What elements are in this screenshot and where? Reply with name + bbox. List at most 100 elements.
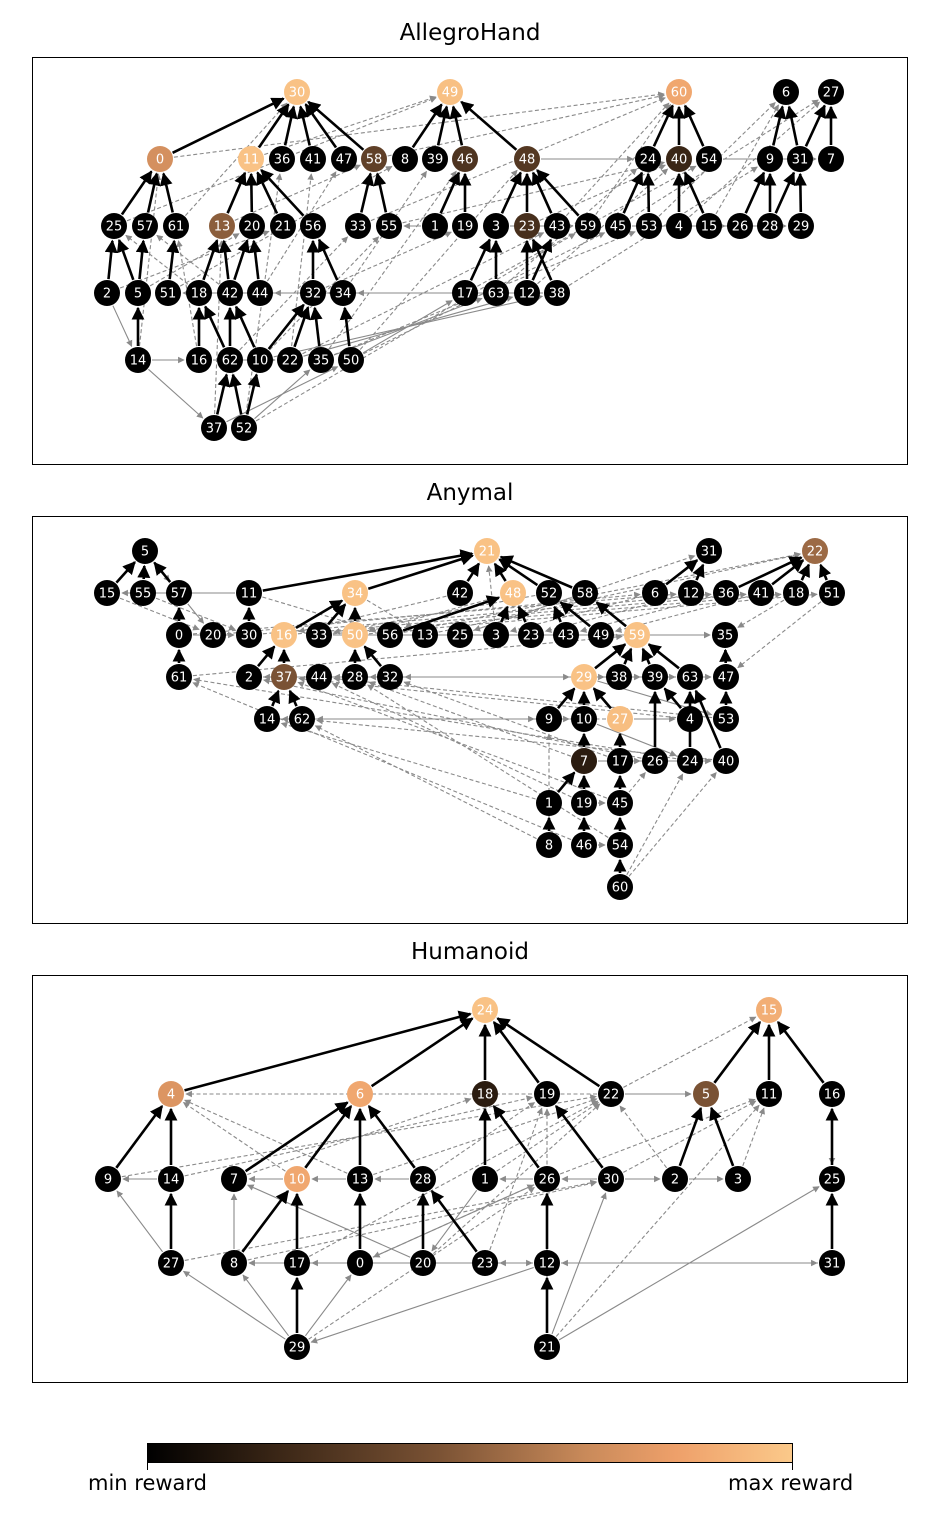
allegrohand-node-63: 63 (483, 280, 509, 306)
anymal-node-31: 31 (696, 538, 722, 564)
humanoid-edge-4-to-24 (184, 1010, 472, 1092)
allegrohand-node-27: 27 (818, 79, 844, 105)
humanoid-node-2-label: 2 (671, 1173, 679, 1188)
allegrohand-node-1: 1 (422, 213, 448, 239)
allegrohand-node-51: 51 (155, 280, 181, 306)
allegrohand-edge-43-to-48 (531, 171, 553, 214)
humanoid-node-9: 9 (95, 1166, 121, 1192)
allegrohand-node-44-label: 44 (252, 287, 269, 302)
anymal-node-2-circle (236, 664, 262, 690)
humanoid-node-27-circle (158, 1250, 184, 1276)
humanoid-node-7: 7 (221, 1166, 247, 1192)
allegrohand-node-55-circle (376, 213, 402, 239)
anymal-node-42: 42 (447, 580, 473, 606)
anymal-node-13-label: 13 (417, 629, 434, 644)
anymal-node-47-label: 47 (718, 671, 735, 686)
allegrohand-node-31: 31 (787, 146, 813, 172)
humanoid-node-19-circle (534, 1081, 560, 1107)
humanoid-node-2: 2 (662, 1166, 688, 1192)
anymal-node-45-circle (607, 790, 633, 816)
anymal-node-22-label: 22 (807, 545, 824, 560)
anymal-node-55-label: 55 (135, 587, 152, 602)
anymal-node-21-circle (474, 538, 500, 564)
humanoid-node-21: 21 (534, 1334, 560, 1360)
allegrohand-edge-50-to-48 (359, 169, 518, 350)
allegrohand-edge-31-to-27 (804, 104, 826, 147)
anymal-edge-23-to-48 (517, 605, 530, 623)
anymal-node-29-circle (571, 664, 597, 690)
anymal-node-45-label: 45 (612, 797, 629, 812)
allegrohand-node-5-circle (125, 280, 151, 306)
allegrohand-edge-55-to-40 (402, 160, 666, 224)
allegrohand-node-24: 24 (635, 146, 661, 172)
humanoid-node-30-label: 30 (603, 1173, 620, 1188)
anymal-edge-54-to-28 (367, 684, 609, 838)
humanoid-edge-27-to-30 (184, 1179, 597, 1261)
allegrohand-node-49-label: 49 (442, 86, 459, 101)
allegrohand-edge-54-to-60 (683, 104, 705, 147)
anymal-node-43-circle (553, 622, 579, 648)
anymal-edge-51-to-22 (818, 563, 832, 581)
allegrohand-edge-42-to-13 (218, 239, 232, 280)
allegrohand-node-25: 25 (101, 213, 127, 239)
anymal-node-44-circle (306, 664, 332, 690)
anymal-edge-1-to-14 (280, 721, 536, 800)
allegrohand-node-20-label: 20 (244, 220, 261, 235)
allegrohand-node-23-circle (514, 213, 540, 239)
panel-title-anymal: Anymal (426, 480, 514, 506)
allegrohand-node-60-circle (666, 79, 692, 105)
allegrohand-edge-52-to-62 (229, 373, 243, 415)
anymal-node-17-label: 17 (612, 755, 629, 770)
allegrohand-edge-24-to-60 (652, 104, 674, 147)
humanoid-node-7-label: 7 (230, 1173, 238, 1188)
anymal-node-24-label: 24 (682, 755, 699, 770)
anymal-edge-32-to-50 (363, 645, 382, 668)
allegrohand-node-7: 7 (818, 146, 844, 172)
allegrohand-edge-32-to-19 (325, 231, 452, 288)
allegrohand-edge-62-to-18 (204, 305, 226, 348)
allegrohand-edge-8-to-49 (411, 103, 443, 149)
anymal-node-48: 48 (500, 580, 526, 606)
humanoid-node-7-circle (221, 1166, 247, 1192)
anymal-node-41: 41 (748, 580, 774, 606)
allegrohand-node-49: 49 (437, 79, 463, 105)
humanoid-node-23-label: 23 (477, 1257, 494, 1272)
anymal-node-10-label: 10 (576, 713, 593, 728)
anymal-node-20: 20 (200, 622, 226, 648)
anymal-edge-60-to-40 (628, 771, 717, 877)
humanoid-node-26-label: 26 (539, 1173, 556, 1188)
anymal-node-59: 59 (624, 622, 650, 648)
anymal-node-47-circle (713, 664, 739, 690)
allegrohand-node-35: 35 (308, 347, 334, 373)
allegrohand-node-56: 56 (300, 213, 326, 239)
anymal-node-11: 11 (236, 580, 262, 606)
humanoid-node-17: 17 (284, 1250, 310, 1276)
allegrohand-node-26-circle (727, 213, 753, 239)
anymal-edge-27-to-29 (592, 687, 612, 710)
anymal-node-31-label: 31 (701, 545, 718, 560)
anymal-node-23-label: 23 (523, 629, 540, 644)
allegrohand-node-6-circle (773, 79, 799, 105)
allegrohand-node-20-circle (239, 213, 265, 239)
anymal-node-49-label: 49 (593, 629, 610, 644)
anymal-node-42-label: 42 (452, 587, 469, 602)
allegrohand-node-53-label: 53 (641, 220, 658, 235)
humanoid-node-0: 0 (347, 1250, 373, 1276)
anymal-node-39: 39 (642, 664, 668, 690)
anymal-node-26-label: 26 (647, 755, 664, 770)
allegrohand-edge-13-to-11 (226, 171, 247, 214)
humanoid-edge-29-to-27 (182, 1270, 286, 1340)
anymal-node-59-label: 59 (629, 629, 646, 644)
allegrohand-node-58-label: 58 (366, 153, 383, 168)
allegrohand-edge-35-to-32 (309, 306, 323, 347)
anymal-node-63-circle (677, 664, 703, 690)
allegrohand-node-21-circle (270, 213, 296, 239)
anymal-edge-41-to-22 (771, 559, 805, 586)
allegrohand-node-62-label: 62 (222, 354, 239, 369)
humanoid-node-16-circle (819, 1081, 845, 1107)
allegrohand-node-45-label: 45 (610, 220, 627, 235)
colorbar-max-label: max reward (728, 1471, 854, 1495)
allegrohand-node-8-circle (392, 146, 418, 172)
anymal-node-58: 58 (572, 580, 598, 606)
allegrohand-node-18-circle (186, 280, 212, 306)
